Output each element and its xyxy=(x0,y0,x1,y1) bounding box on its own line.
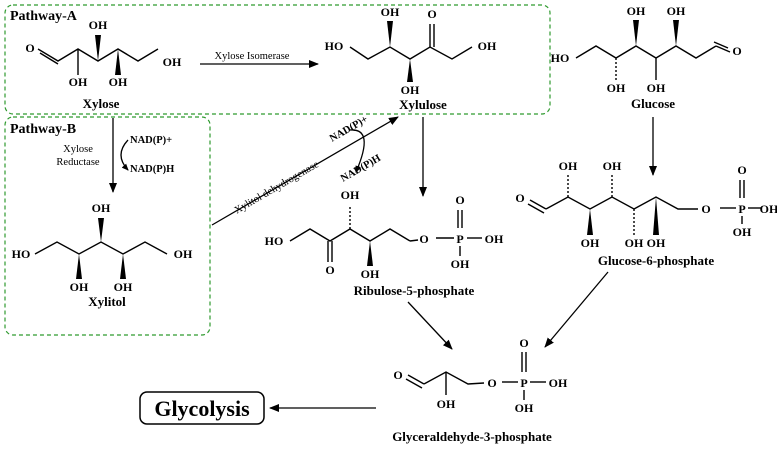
svg-text:OH: OH xyxy=(607,81,626,95)
svg-text:OH: OH xyxy=(581,236,600,250)
svg-text:HO: HO xyxy=(325,39,344,53)
svg-text:OH: OH xyxy=(92,201,111,215)
xylitol-label: Xylitol xyxy=(88,294,126,309)
svg-text:P: P xyxy=(738,202,745,216)
glucose-structure: HO OH OH OH OH O xyxy=(551,4,742,95)
svg-text:OH: OH xyxy=(515,401,534,415)
xylitol-structure: HO OH OH OH OH xyxy=(12,201,193,294)
xylose-structure: O OH OH OH OH xyxy=(25,18,182,89)
pathway-a-label: Pathway-A xyxy=(10,9,78,24)
xylitol-dehydrogenase-label: Xylitol dehydrogenase xyxy=(233,159,321,216)
cofactor-b-curve xyxy=(120,139,129,171)
svg-text:OH: OH xyxy=(733,225,752,239)
svg-text:O: O xyxy=(393,368,402,382)
g3p-label: Glyceraldehyde-3-phosphate xyxy=(392,429,552,444)
svg-text:O: O xyxy=(455,193,464,207)
svg-text:OH: OH xyxy=(549,376,568,390)
svg-text:P: P xyxy=(456,232,463,246)
svg-text:O: O xyxy=(515,191,524,205)
glycolysis-label: Glycolysis xyxy=(154,396,250,421)
svg-text:O: O xyxy=(519,336,528,350)
svg-text:OH: OH xyxy=(174,247,193,261)
glucose6p-structure: O OH OH OH OH OH O P O OH OH xyxy=(515,159,777,250)
pathway-b-box xyxy=(4,116,211,336)
svg-text:O: O xyxy=(737,163,746,177)
svg-text:OH: OH xyxy=(109,75,128,89)
glucose6p-to-g3p-arrow xyxy=(544,271,609,348)
xylulose-label: Xylulose xyxy=(399,97,447,112)
svg-text:HO: HO xyxy=(551,51,570,65)
ribulose5p-label: Ribulose-5-phosphate xyxy=(354,283,475,298)
cofactor-b-nadp-plus: NAD(P)+ xyxy=(130,135,172,146)
svg-text:OH: OH xyxy=(559,159,578,173)
svg-text:O: O xyxy=(427,7,436,21)
pathway-b-label: Pathway-B xyxy=(10,122,76,137)
svg-text:O: O xyxy=(701,202,710,216)
svg-text:O: O xyxy=(25,41,34,55)
xylose-isomerase-label: Xylose Isomerase xyxy=(215,51,290,62)
svg-text:OH: OH xyxy=(361,267,380,281)
xylulose-structure: HO OH OH O OH xyxy=(325,5,497,97)
svg-text:OH: OH xyxy=(647,236,666,250)
svg-text:HO: HO xyxy=(12,247,31,261)
ribulose5p-to-g3p-arrow xyxy=(407,301,453,350)
xylose-reductase-label-line2: Reductase xyxy=(56,157,99,168)
svg-text:OH: OH xyxy=(163,55,182,69)
cofactor-xdh-curve xyxy=(349,129,365,173)
svg-text:P: P xyxy=(520,376,527,390)
svg-text:OH: OH xyxy=(451,257,470,271)
svg-text:OH: OH xyxy=(114,280,133,294)
g3p-structure: O OH O P O OH OH xyxy=(393,336,568,415)
svg-text:OH: OH xyxy=(667,4,686,18)
svg-text:OH: OH xyxy=(437,397,456,411)
svg-text:OH: OH xyxy=(478,39,497,53)
svg-text:OH: OH xyxy=(89,18,108,32)
svg-text:HO: HO xyxy=(265,234,284,248)
svg-text:OH: OH xyxy=(625,236,644,250)
svg-text:OH: OH xyxy=(647,81,666,95)
svg-text:O: O xyxy=(732,44,741,58)
svg-text:OH: OH xyxy=(401,83,420,97)
svg-text:O: O xyxy=(487,376,496,390)
svg-text:O: O xyxy=(419,232,428,246)
svg-text:OH: OH xyxy=(627,4,646,18)
xylose-label: Xylose xyxy=(83,96,120,111)
glycolysis-box xyxy=(139,391,265,425)
svg-text:OH: OH xyxy=(69,75,88,89)
glucose6p-label: Glucose-6-phosphate xyxy=(598,253,715,268)
svg-text:O: O xyxy=(325,263,334,277)
pathway-a-box xyxy=(4,4,551,115)
glucose-label: Glucose xyxy=(631,96,675,111)
xylitol-dehydrogenase-arrow xyxy=(211,116,399,226)
svg-text:OH: OH xyxy=(760,202,777,216)
cofactor-b-nadph: NAD(P)H xyxy=(130,164,174,175)
ribulose5p-structure: HO O OH OH O P O OH OH xyxy=(265,188,504,281)
svg-text:OH: OH xyxy=(341,188,360,202)
xylose-reductase-label-line1: Xylose xyxy=(63,144,93,155)
svg-text:OH: OH xyxy=(70,280,89,294)
svg-text:OH: OH xyxy=(381,5,400,19)
svg-text:OH: OH xyxy=(485,232,504,246)
svg-text:OH: OH xyxy=(603,159,622,173)
